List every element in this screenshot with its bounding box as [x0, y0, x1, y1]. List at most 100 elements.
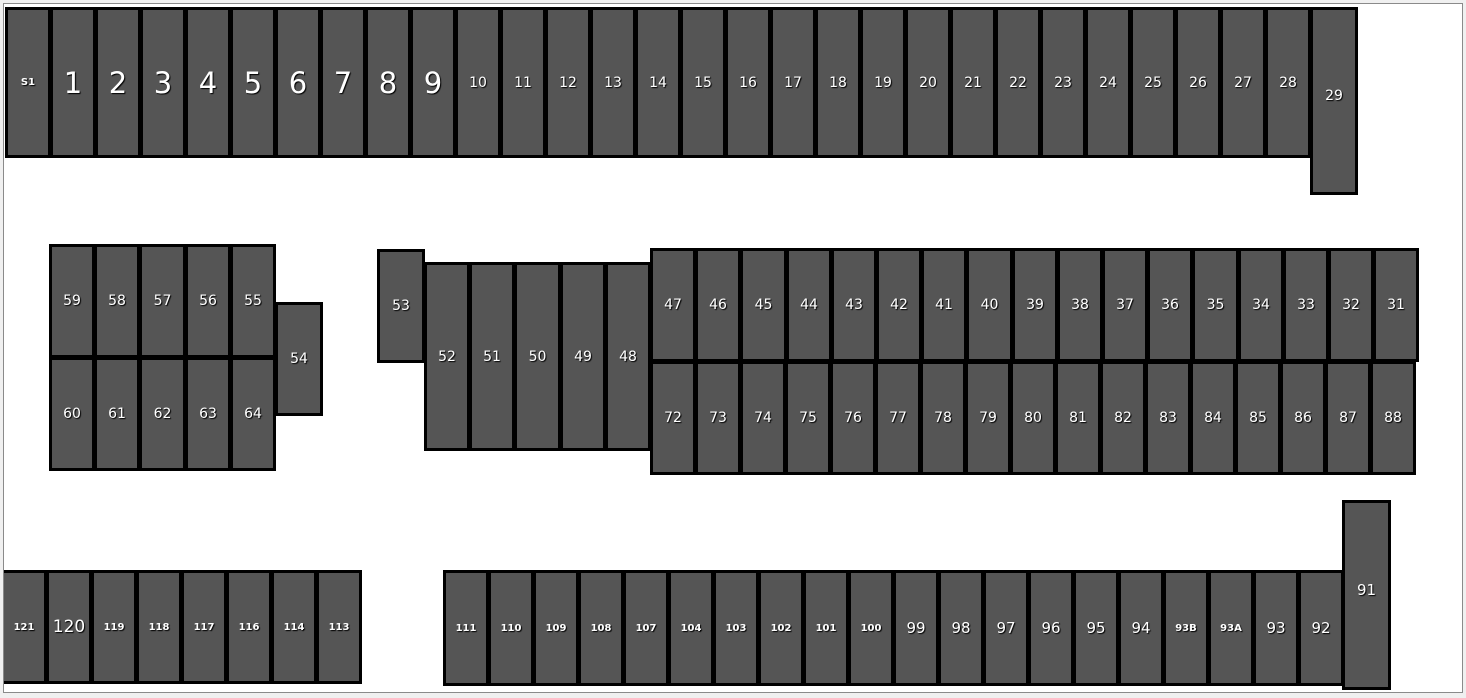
- stall-107[interactable]: 107: [623, 570, 669, 686]
- stall-23[interactable]: 23: [1040, 7, 1086, 158]
- stall-73[interactable]: 73: [695, 361, 741, 475]
- stall-60[interactable]: 60: [49, 357, 95, 471]
- stall-51[interactable]: 51: [469, 262, 515, 451]
- stall-53[interactable]: 53: [377, 249, 425, 363]
- stall-114[interactable]: 114: [271, 570, 317, 684]
- stall-95[interactable]: 95: [1073, 570, 1119, 686]
- stall-84[interactable]: 84: [1190, 361, 1236, 475]
- stall-113[interactable]: 113: [316, 570, 362, 684]
- stall-96[interactable]: 96: [1028, 570, 1074, 686]
- stall-104[interactable]: 104: [668, 570, 714, 686]
- stall-40[interactable]: 40: [966, 248, 1013, 362]
- stall-75[interactable]: 75: [785, 361, 831, 475]
- stall-28[interactable]: 28: [1265, 7, 1311, 158]
- stall-19[interactable]: 19: [860, 7, 906, 158]
- stall-87[interactable]: 87: [1325, 361, 1371, 475]
- stall-33[interactable]: 33: [1283, 248, 1329, 362]
- stall-85[interactable]: 85: [1235, 361, 1281, 475]
- stall-34[interactable]: 34: [1238, 248, 1284, 362]
- stall-49[interactable]: 49: [560, 262, 606, 451]
- stall-59[interactable]: 59: [49, 244, 95, 358]
- stall-91[interactable]: 91: [1342, 500, 1391, 690]
- stall-13[interactable]: 13: [590, 7, 636, 158]
- stall-93[interactable]: 93: [1253, 570, 1299, 686]
- stall-117[interactable]: 117: [181, 570, 227, 684]
- stall-27[interactable]: 27: [1220, 7, 1266, 158]
- stall-46[interactable]: 46: [695, 248, 741, 362]
- stall-92[interactable]: 92: [1298, 570, 1344, 686]
- stall-41[interactable]: 41: [921, 248, 967, 362]
- stall-54[interactable]: 54: [275, 302, 323, 416]
- stall-110[interactable]: 110: [488, 570, 534, 686]
- stall-12[interactable]: 12: [545, 7, 591, 158]
- stall-121[interactable]: 121: [4, 570, 47, 684]
- stall-39[interactable]: 39: [1012, 248, 1058, 362]
- stall-100[interactable]: 100: [848, 570, 894, 686]
- stall-38[interactable]: 38: [1057, 248, 1103, 362]
- stall-18[interactable]: 18: [815, 7, 861, 158]
- stall-55[interactable]: 55: [230, 244, 276, 358]
- stall-29[interactable]: 29: [1310, 7, 1358, 195]
- stall-119[interactable]: 119: [91, 570, 137, 684]
- stall-58[interactable]: 58: [94, 244, 140, 358]
- stall-48[interactable]: 48: [605, 262, 651, 451]
- stall-47[interactable]: 47: [650, 248, 696, 362]
- stall-118[interactable]: 118: [136, 570, 182, 684]
- stall-102[interactable]: 102: [758, 570, 804, 686]
- stall-81[interactable]: 81: [1055, 361, 1101, 475]
- stall-9[interactable]: 9: [410, 7, 456, 158]
- stall-76[interactable]: 76: [830, 361, 876, 475]
- stall-57[interactable]: 57: [139, 244, 186, 358]
- stall-98[interactable]: 98: [938, 570, 984, 686]
- stall-103[interactable]: 103: [713, 570, 759, 686]
- stall-56[interactable]: 56: [185, 244, 231, 358]
- stall-3[interactable]: 3: [140, 7, 186, 158]
- stall-1[interactable]: 1: [50, 7, 96, 158]
- stall-17[interactable]: 17: [770, 7, 816, 158]
- stall-72[interactable]: 72: [650, 361, 696, 475]
- stall-93a[interactable]: 93A: [1208, 570, 1254, 686]
- stall-37[interactable]: 37: [1102, 248, 1148, 362]
- stall-52[interactable]: 52: [424, 262, 470, 451]
- stall-14[interactable]: 14: [635, 7, 681, 158]
- stall-42[interactable]: 42: [876, 248, 922, 362]
- stall-62[interactable]: 62: [139, 357, 186, 471]
- stall-79[interactable]: 79: [965, 361, 1011, 475]
- stall-74[interactable]: 74: [740, 361, 786, 475]
- stall-43[interactable]: 43: [831, 248, 877, 362]
- stall-15[interactable]: 15: [680, 7, 726, 158]
- stall-44[interactable]: 44: [786, 248, 832, 362]
- stall-64[interactable]: 64: [230, 357, 276, 471]
- stall-116[interactable]: 116: [226, 570, 272, 684]
- stall-80[interactable]: 80: [1010, 361, 1056, 475]
- stall-83[interactable]: 83: [1145, 361, 1191, 475]
- stall-4[interactable]: 4: [185, 7, 231, 158]
- stall-61[interactable]: 61: [94, 357, 140, 471]
- stall-88[interactable]: 88: [1370, 361, 1416, 475]
- stall-63[interactable]: 63: [185, 357, 231, 471]
- stall-16[interactable]: 16: [725, 7, 771, 158]
- stall-24[interactable]: 24: [1085, 7, 1131, 158]
- stall-108[interactable]: 108: [578, 570, 624, 686]
- stall-101[interactable]: 101: [803, 570, 849, 686]
- stall-94[interactable]: 94: [1118, 570, 1164, 686]
- stall-97[interactable]: 97: [983, 570, 1029, 686]
- stall-111[interactable]: 111: [443, 570, 489, 686]
- stall-93b[interactable]: 93B: [1163, 570, 1209, 686]
- stall-8[interactable]: 8: [365, 7, 411, 158]
- stall-78[interactable]: 78: [920, 361, 966, 475]
- stall-s1[interactable]: S1: [5, 7, 51, 158]
- stall-6[interactable]: 6: [275, 7, 321, 158]
- stall-7[interactable]: 7: [320, 7, 366, 158]
- stall-35[interactable]: 35: [1192, 248, 1239, 362]
- stall-120[interactable]: 120: [46, 570, 92, 684]
- stall-36[interactable]: 36: [1147, 248, 1193, 362]
- stall-99[interactable]: 99: [893, 570, 939, 686]
- stall-26[interactable]: 26: [1175, 7, 1221, 158]
- stall-22[interactable]: 22: [995, 7, 1041, 158]
- stall-77[interactable]: 77: [875, 361, 921, 475]
- stall-5[interactable]: 5: [230, 7, 276, 158]
- stall-10[interactable]: 10: [455, 7, 501, 158]
- stall-86[interactable]: 86: [1280, 361, 1326, 475]
- stall-11[interactable]: 11: [500, 7, 546, 158]
